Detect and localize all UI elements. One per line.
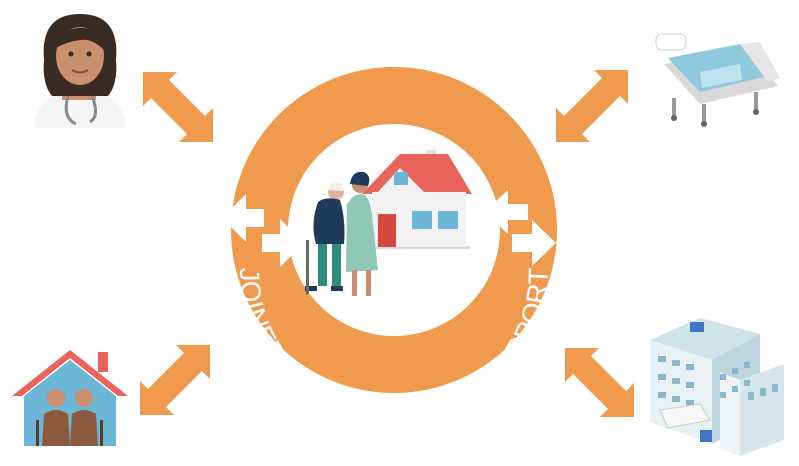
elderly-couple-walking-home-icon bbox=[305, 150, 472, 296]
double-arrow-top-right bbox=[556, 70, 628, 142]
doctor-icon bbox=[34, 14, 126, 128]
double-arrow-bottom-left bbox=[140, 345, 210, 415]
hospital-bed-icon bbox=[655, 33, 780, 127]
left-inner-arrows bbox=[222, 194, 305, 267]
care-home-icon bbox=[12, 350, 128, 446]
double-arrow-bottom-right bbox=[565, 348, 634, 417]
hospital-building-icon bbox=[650, 318, 784, 456]
right-inner-arrows bbox=[484, 190, 556, 266]
double-arrow-top-left bbox=[143, 72, 213, 142]
